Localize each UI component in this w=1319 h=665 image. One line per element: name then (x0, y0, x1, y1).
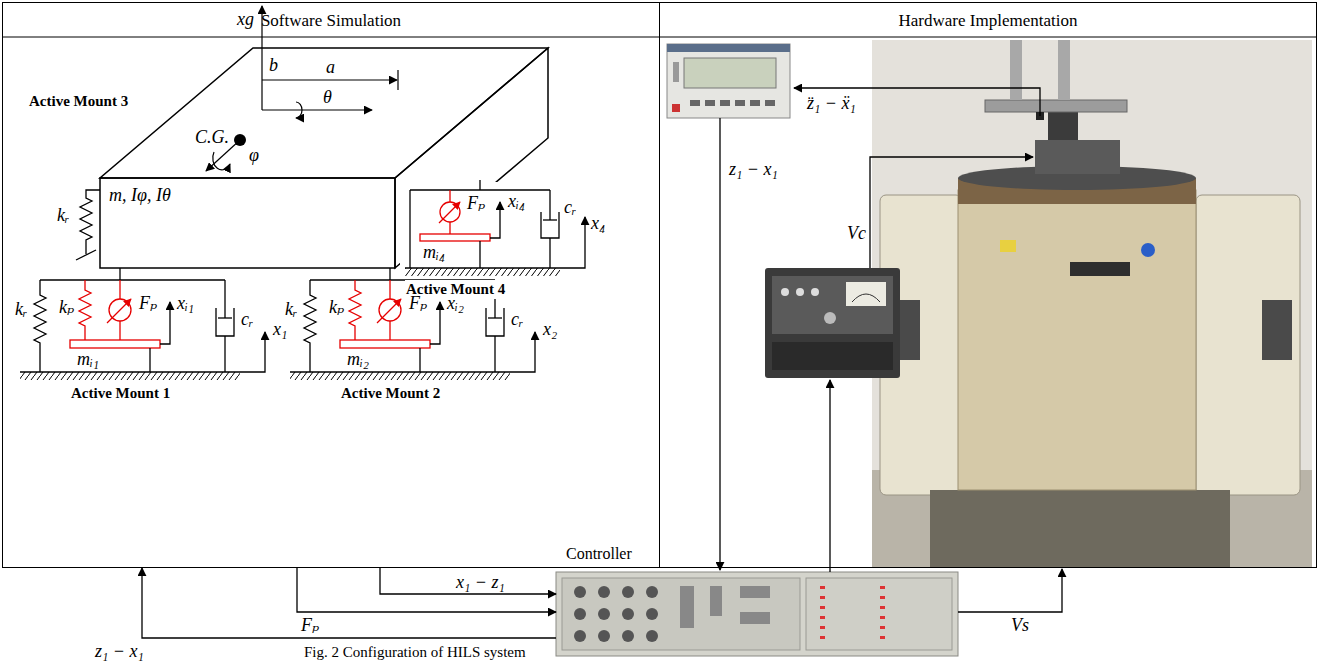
figure-caption: Fig. 2 Configuration of HILS system (303, 643, 527, 662)
parameter-label: cᵣ (240, 310, 254, 329)
signal-label: z̈₁ − ẍ₁ (806, 94, 857, 113)
figure-caption: Fig. 2 Configuration of HILS system (303, 643, 527, 662)
signal-label: z₁ − x₁ (728, 160, 779, 179)
signal-label: x₁ − z₁ (455, 573, 506, 592)
force-label: Fₚ (408, 294, 428, 313)
mass-label: mᵢ₄ (422, 243, 446, 262)
parameter-label: kₚ (58, 298, 75, 317)
parameter-label: kₚ (328, 298, 345, 317)
axis-label: θ (322, 88, 333, 107)
parameter-label: kᵣ (14, 300, 28, 319)
mass-label: mᵢ₄ (422, 243, 446, 262)
force-label: Fₚ (138, 294, 158, 313)
point-label: C.G. (194, 128, 230, 147)
parameter-label: kₚ (328, 298, 345, 317)
parameter-label: kᵣ (284, 300, 298, 319)
mount-title: Active Mount 2 (340, 384, 441, 403)
mass-label: mᵢ₁ (76, 350, 100, 369)
parameter-label: kₚ (58, 298, 75, 317)
point-label: C.G. (194, 128, 230, 147)
software-panel: Software Simulation (2, 2, 660, 568)
parameter-label: cᵣ (510, 310, 524, 329)
device-label: Controller (566, 544, 632, 564)
displacement-label: xᵢ₄ (507, 192, 526, 211)
displacement-label: x₁ (272, 320, 288, 339)
parameter-label: kᵣ (56, 206, 70, 225)
axis-label: θ (322, 88, 333, 107)
displacement-label: x₂ (542, 320, 558, 339)
mass-label: mᵢ₁ (76, 350, 100, 369)
axis-label: xg (236, 10, 255, 29)
mount-title: Active Mount 1 (70, 384, 171, 403)
signal-label: Vc (846, 224, 867, 243)
signal-connector (142, 568, 556, 638)
force-label: Fₚ (138, 294, 158, 313)
panel-heading: Hardware Implementation (899, 3, 1078, 38)
mount-title: Active Mount 3 (28, 92, 129, 111)
parameter-label: kᵣ (56, 206, 70, 225)
force-label: Fₚ (408, 294, 428, 313)
hardware-panel: Hardware Implementation (659, 2, 1317, 568)
signal-label: Fₚ (300, 616, 320, 635)
displacement-label: xᵢ₂ (446, 294, 465, 313)
controller-unit: Controller (556, 544, 958, 656)
mass-label: mᵢ₂ (346, 350, 370, 369)
mount-title: Active Mount 3 (28, 92, 129, 111)
parameter-label: kᵣ (14, 300, 28, 319)
signal-label: z₁ − x₁ (94, 642, 145, 661)
axis-label: φ (248, 146, 260, 165)
signal-label: z₁ − x₁ (728, 160, 779, 179)
dimension-label: a (325, 58, 336, 77)
parameter-label: cᵣ (240, 310, 254, 329)
displacement-label: xᵢ₂ (446, 294, 465, 313)
mass-label: m, Iφ, Iθ (108, 186, 172, 205)
displacement-label: xᵢ₄ (507, 192, 526, 211)
displacement-label: xᵢ₁ (176, 294, 195, 313)
parameter-label: cᵣ (563, 198, 577, 217)
mount-title: Active Mount 2 (340, 384, 441, 403)
parameter-label: kᵣ (284, 300, 298, 319)
displacement-label: x₁ (272, 320, 288, 339)
signal-connector (297, 568, 556, 612)
signal-label: Fₚ (300, 616, 320, 635)
force-label: Fₚ (466, 194, 486, 213)
signal-label: Vs (1010, 616, 1030, 635)
signal-label: Vs (1010, 616, 1030, 635)
panel-heading: Software Simulation (261, 3, 401, 38)
displacement-label: x₂ (542, 320, 558, 339)
mass-label: mᵢ₂ (346, 350, 370, 369)
axis-label: φ (248, 146, 260, 165)
mass-label: m, Iφ, Iθ (108, 186, 172, 205)
mount-title: Active Mount 4 (405, 280, 506, 299)
parameter-label: cᵣ (510, 310, 524, 329)
force-label: Fₚ (466, 194, 486, 213)
signal-label: Vc (846, 224, 867, 243)
displacement-label: x₄ (590, 214, 606, 233)
signal-label: x₁ − z₁ (455, 573, 506, 592)
signal-label: z₁ − x₁ (94, 642, 145, 661)
parameter-label: cᵣ (563, 198, 577, 217)
axis-label: xg (236, 10, 255, 29)
displacement-label: x₄ (590, 214, 606, 233)
mount-title: Active Mount 1 (70, 384, 171, 403)
signal-connector (380, 568, 556, 594)
dimension-label: b (268, 56, 279, 75)
mount-title: Active Mount 4 (405, 280, 506, 299)
signal-label: z̈₁ − ẍ₁ (806, 94, 857, 113)
dimension-label: b (268, 56, 279, 75)
dimension-label: a (325, 58, 336, 77)
displacement-label: xᵢ₁ (176, 294, 195, 313)
